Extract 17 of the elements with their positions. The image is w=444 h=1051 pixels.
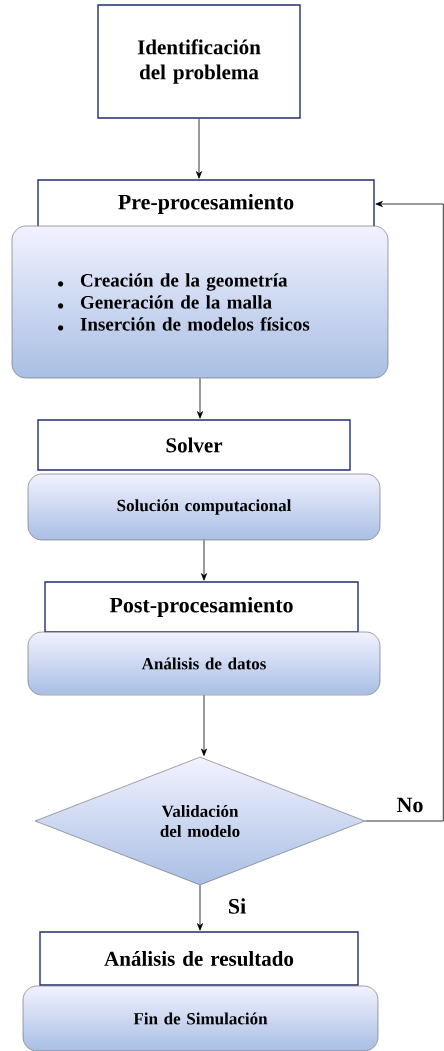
edge-label: Si: [229, 898, 246, 914]
header-box: Post-procesamiento: [44, 581, 359, 633]
process-box: Creación de la geometría Generación de la malla Inserción de modelos físicos: [11, 225, 389, 379]
process-box: Análisis de datos: [27, 631, 381, 696]
process-box: Fin de Simulación: [22, 985, 379, 1051]
arrow: [201, 694, 207, 756]
arrow: [364, 201, 444, 822]
arrow: [197, 884, 203, 931]
arrow: [197, 377, 203, 419]
edge-label: No: [397, 797, 423, 813]
process-box: Solución computacional: [27, 473, 381, 541]
header-box: Pre-procesamiento: [37, 179, 375, 229]
header-box: Solver: [37, 419, 351, 471]
arrow: [201, 539, 207, 581]
arrow: [196, 118, 202, 179]
process-box: Identificación del problema: [97, 4, 301, 119]
header-box: Análisis de resultado: [39, 931, 359, 986]
